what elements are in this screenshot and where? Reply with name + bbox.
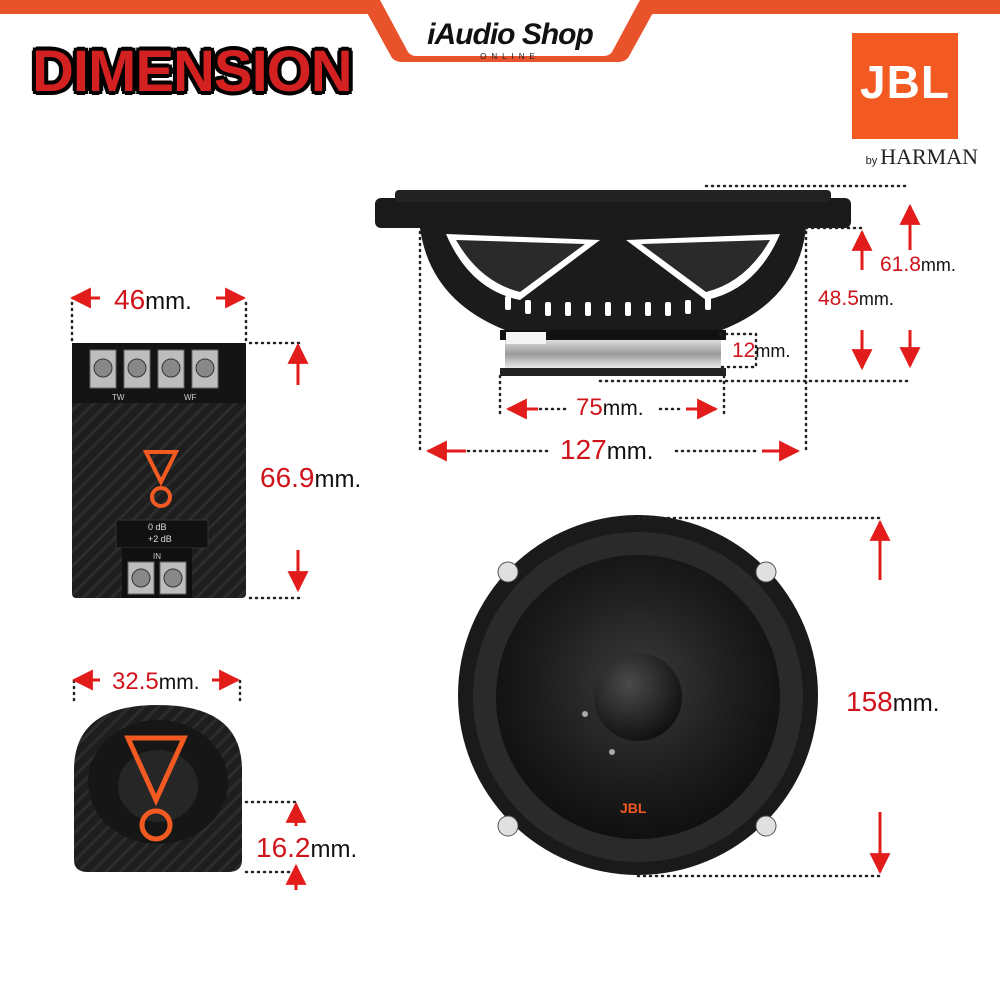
woofer-mount-depth-label: 48.5mm. <box>818 287 894 310</box>
woofer-magnet-height-label: 12mm. <box>732 339 791 362</box>
crossover-terminal-tw: TW <box>112 393 125 402</box>
shop-brand-sub: ONLINE <box>480 52 540 61</box>
crossover-width-label: 46mm. <box>114 284 192 315</box>
shop-banner <box>360 0 660 62</box>
shop-brand: iAudio Shop <box>427 18 594 51</box>
woofer-side-image <box>375 190 851 376</box>
crossover-level-0db: 0 dB <box>148 522 167 532</box>
jbl-logo-box <box>852 33 958 139</box>
woofer-front-image <box>458 515 818 875</box>
woofer-outer-diameter-label: 158mm. <box>846 686 940 717</box>
woofer-magnet-diameter-label: 75mm. <box>576 394 644 421</box>
page-title: DIMENSION <box>32 39 353 104</box>
crossover-terminal-wf: WF <box>184 393 197 402</box>
crossover-level-2db: +2 dB <box>148 534 172 544</box>
woofer-cone-logo: JBL <box>620 800 647 816</box>
jbl-logo-text: JBL <box>860 56 950 108</box>
tweeter-image <box>74 705 242 872</box>
tweeter-width-label: 32.5mm. <box>112 668 200 695</box>
crossover-image <box>72 343 246 598</box>
crossover-terminal-in: IN <box>153 552 161 561</box>
crossover-height-label: 66.9mm. <box>260 462 362 493</box>
tweeter-height-label: 16.2mm. <box>256 832 358 863</box>
woofer-cutout-diameter-label: 127mm. <box>560 434 654 465</box>
woofer-total-depth-label: 61.8mm. <box>880 253 956 276</box>
